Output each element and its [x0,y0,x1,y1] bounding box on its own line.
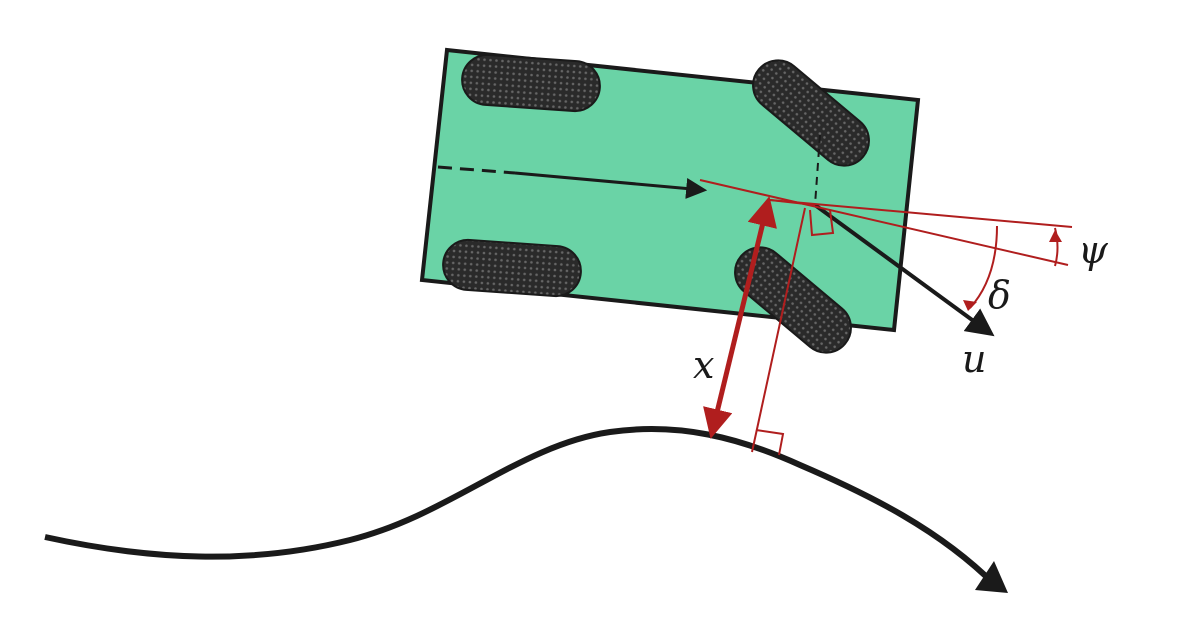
heading-line [699,179,1069,266]
delta-angle-arrowhead [963,300,977,311]
front-left-wheel [752,59,870,167]
lateral-offset-arrow [703,196,777,439]
psi-angle-arrowhead [1049,230,1062,242]
label-u: u [962,337,986,381]
vehicle-axis-dashed [437,165,516,175]
perpendicular-line [751,207,806,453]
label-x: x [693,343,714,387]
path-arrowhead [975,561,1008,593]
vehicle-axis-arrow [514,171,708,199]
reference-path-curve [44,426,998,588]
axle-right-angle-marker [809,209,835,237]
label-delta: δ [988,273,1011,317]
rear-right-wheel [442,238,582,298]
steering-direction-arrow [813,203,995,337]
label-psi: ψ [1078,228,1109,272]
axis-extension-line [769,199,1073,228]
rear-left-wheel [461,53,601,113]
front-axle-dashed [814,134,821,206]
front-reference-segment [769,199,816,206]
path-right-angle-marker [755,429,785,456]
